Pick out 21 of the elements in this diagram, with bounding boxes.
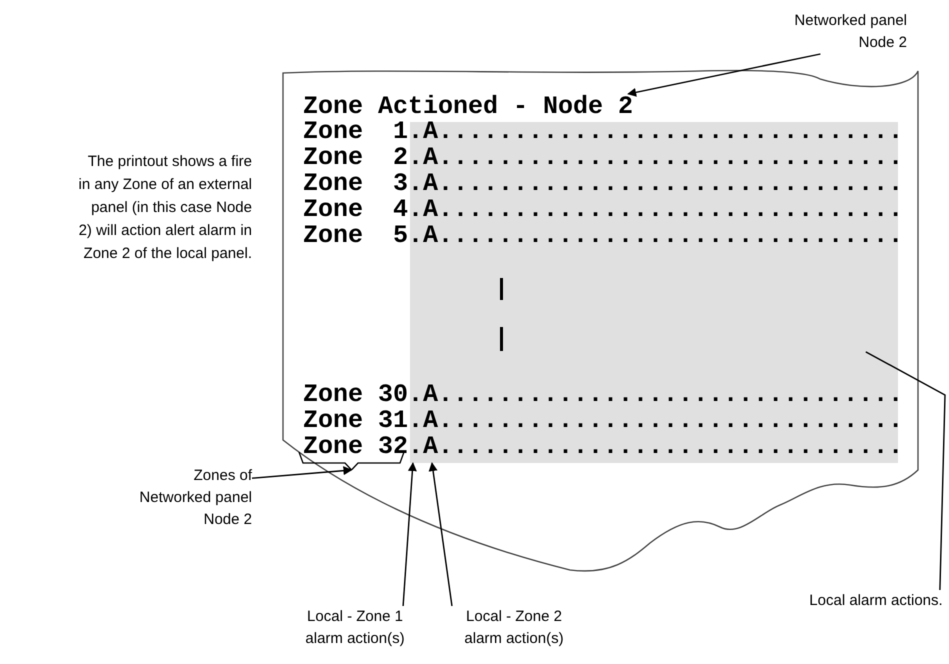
- printout-line: Zone 1.A...............................: [303, 119, 904, 145]
- printout-line: Zone 2.A...............................: [303, 145, 904, 171]
- callout-text: Local alarm actions.: [805, 590, 947, 612]
- callout-text: Networked panel Node 2: [790, 10, 907, 54]
- printout-line: Zone 4.A...............................: [303, 197, 904, 223]
- printout-line: Zone 31.A...............................: [303, 408, 904, 434]
- leader-line: [428, 462, 453, 606]
- printout-heading: Zone Actioned - Node 2: [303, 94, 633, 120]
- leader-line: [252, 466, 352, 479]
- leader-line: [402, 462, 417, 606]
- printout-line: Zone 32.A...............................: [303, 434, 904, 460]
- callout-text: Zones of Networked panel Node 2: [122, 465, 252, 531]
- callout-text: Local - Zone 2 alarm action(s): [448, 606, 580, 650]
- description-text: The printout shows a fire in any Zone of an external panel (in this case Node 2) will action alert alarm in Zone 2 of the local panel.: [78, 152, 252, 264]
- printout-line: Zone 30.A...............................: [303, 382, 904, 408]
- callout-text: Local - Zone 1 alarm action(s): [290, 606, 420, 650]
- bracket: [298, 452, 405, 470]
- printout-line: Zone 5.A...............................: [303, 223, 904, 249]
- leader-line: [627, 53, 821, 97]
- leader-line: [865, 351, 946, 590]
- printout-line: Zone 3.A...............................: [303, 171, 904, 197]
